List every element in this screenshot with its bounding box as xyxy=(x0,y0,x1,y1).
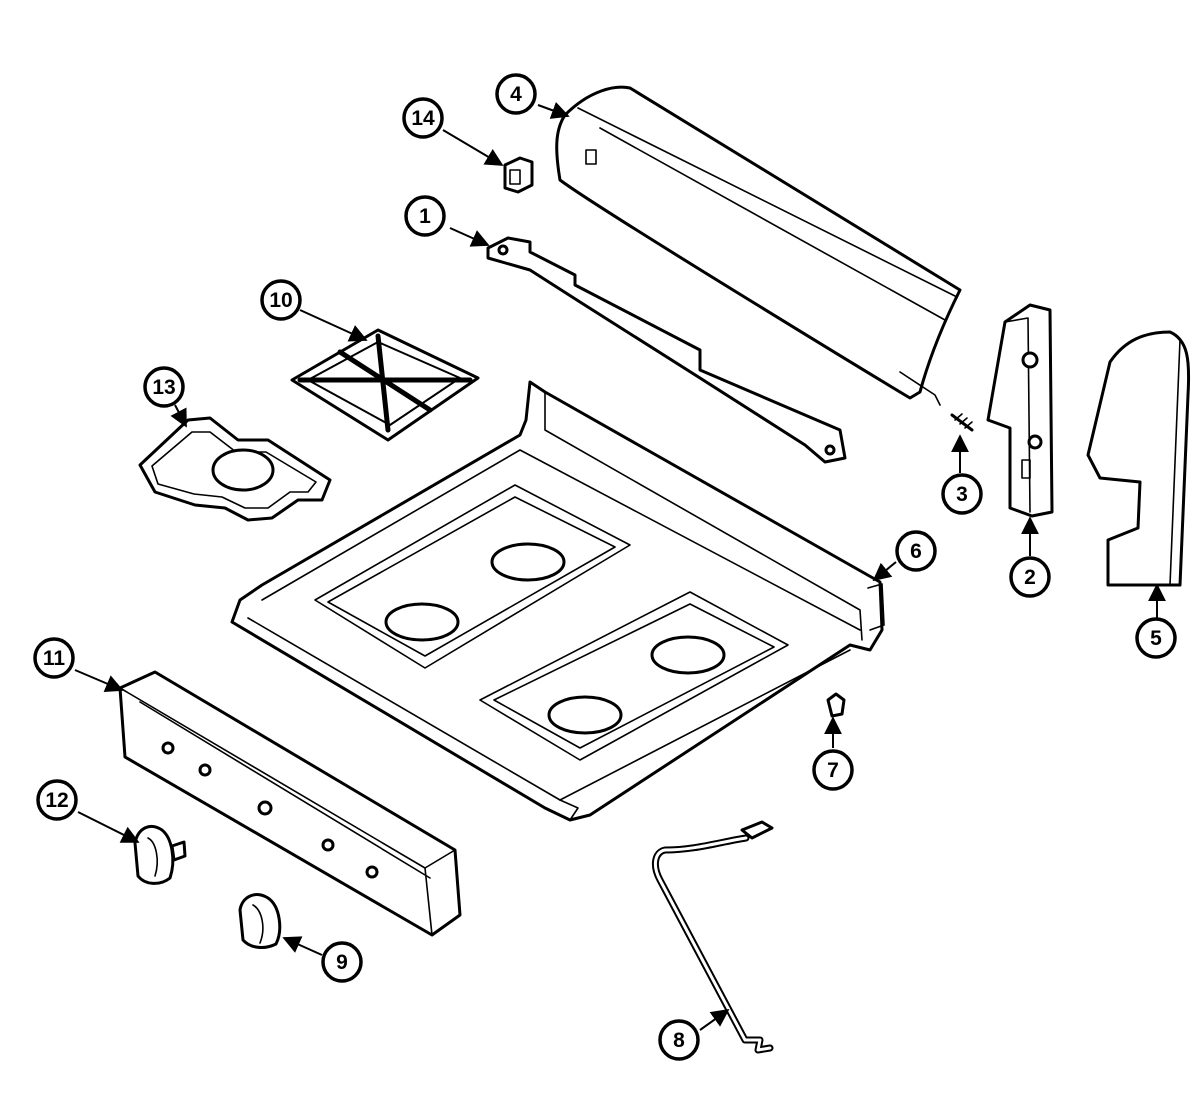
callout-number: 2 xyxy=(1024,566,1036,589)
callout-number: 10 xyxy=(269,289,292,312)
callout-ring xyxy=(1021,351,1039,369)
callout-ring xyxy=(1027,434,1043,450)
callout-ring xyxy=(404,195,446,237)
leader-13 xyxy=(170,404,187,428)
leader-12 xyxy=(77,811,140,843)
callout-number: 11 xyxy=(43,647,66,670)
callout-10: 10 xyxy=(260,279,302,321)
callout-13: 13 xyxy=(143,366,185,408)
callout-ring xyxy=(895,530,937,572)
callout-1: 1 xyxy=(404,195,446,237)
callout-ring xyxy=(198,763,212,777)
callouts: 1 2 3 4 5 6 7 8 9 10 11 12 13 14 xyxy=(33,73,1177,1061)
callout-ring xyxy=(143,366,185,408)
bracket xyxy=(486,236,847,464)
callout-number: 9 xyxy=(336,951,348,974)
spring xyxy=(950,413,974,432)
callout-number: 4 xyxy=(510,83,522,106)
callout-4: 4 xyxy=(495,73,537,115)
callout-ring xyxy=(1135,617,1177,659)
leader-11 xyxy=(74,669,124,692)
callout-ring xyxy=(497,244,509,256)
callout-14: 14 xyxy=(402,97,444,139)
callout-ring xyxy=(495,73,537,115)
control-panel-cover xyxy=(118,670,462,937)
igniter-rod xyxy=(651,820,774,1054)
leader-9 xyxy=(282,936,323,956)
switch xyxy=(503,156,534,194)
callout-ring xyxy=(161,741,175,755)
callout-number: 5 xyxy=(1150,627,1162,650)
callout-ring xyxy=(260,279,302,321)
leader-6 xyxy=(872,561,897,582)
backguard-panel xyxy=(555,85,962,406)
callout-ring xyxy=(941,473,983,515)
callout-8: 8 xyxy=(658,1019,700,1061)
callout-number: 6 xyxy=(910,540,922,563)
callout-ring xyxy=(658,1019,700,1061)
burner-knob-9 xyxy=(238,893,282,949)
leader-10 xyxy=(299,309,368,342)
leader-lines xyxy=(74,101,1166,1031)
side-bracket xyxy=(986,303,1054,518)
leveling-screw xyxy=(826,692,846,718)
leader-1 xyxy=(449,227,490,247)
callout-ring xyxy=(402,97,444,139)
callout-number: 1 xyxy=(419,205,431,228)
callout-number: 3 xyxy=(956,483,968,506)
callout-ring xyxy=(257,800,273,816)
callout-6: 6 xyxy=(895,530,937,572)
callout-number: 13 xyxy=(152,376,175,399)
callout-number: 12 xyxy=(45,789,68,812)
leader-8 xyxy=(699,1008,730,1031)
burner-grate xyxy=(290,328,480,442)
callout-ring xyxy=(321,941,363,983)
end-cap xyxy=(1086,330,1191,587)
callout-ring xyxy=(812,749,854,791)
callout-2: 2 xyxy=(1009,556,1051,598)
callout-12: 12 xyxy=(36,779,78,821)
callout-5: 5 xyxy=(1135,617,1177,659)
callout-ring xyxy=(1009,556,1051,598)
callout-ring xyxy=(365,865,379,879)
callout-ring xyxy=(824,444,836,456)
callout-number: 14 xyxy=(411,107,435,130)
callout-ring xyxy=(321,838,335,852)
cooktop xyxy=(230,380,885,822)
callout-ring xyxy=(33,637,75,679)
callout-11: 11 xyxy=(33,637,75,679)
callout-number: 8 xyxy=(673,1029,685,1052)
callout-9: 9 xyxy=(321,941,363,983)
burner-knob-12 xyxy=(133,825,187,885)
callout-number: 7 xyxy=(827,759,839,782)
leader-4 xyxy=(537,101,570,119)
callout-3: 3 xyxy=(941,473,983,515)
callout-ring xyxy=(36,779,78,821)
leader-14 xyxy=(442,129,504,166)
callout-7: 7 xyxy=(812,749,854,791)
drip-pan xyxy=(138,416,332,522)
